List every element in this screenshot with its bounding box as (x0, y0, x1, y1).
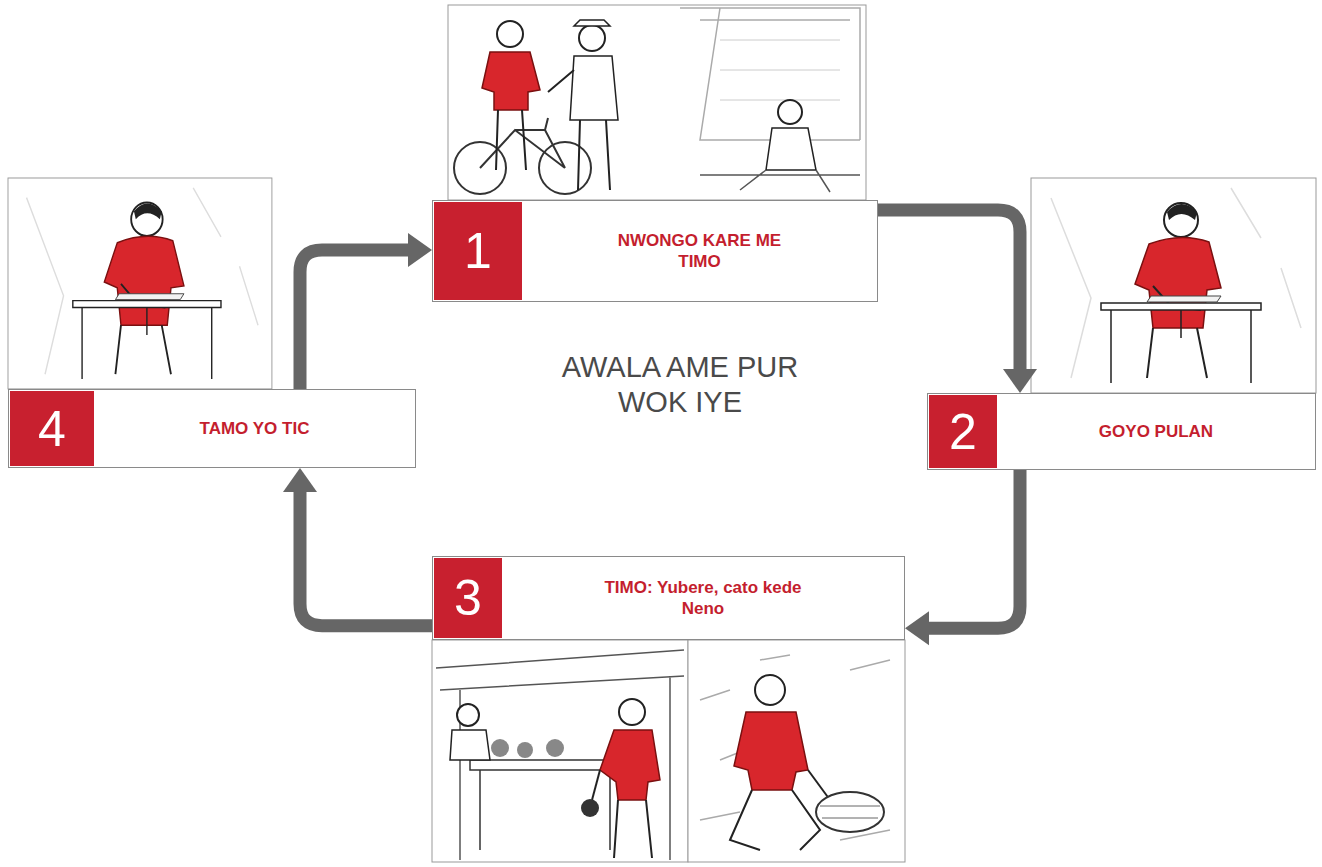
arrow-head (283, 468, 317, 492)
man-body (570, 56, 618, 120)
picture-frame (432, 640, 688, 862)
step-label: GOYO PULAN (1099, 421, 1213, 442)
arrow-head (905, 611, 929, 645)
arrow-head (1003, 369, 1037, 393)
man-head (619, 699, 645, 725)
step-number: 1 (464, 226, 492, 276)
produce (546, 739, 564, 757)
arrow-shaft (300, 488, 432, 626)
basket (816, 792, 884, 832)
seller-head (457, 704, 479, 726)
step-box: 1 NWONGO KARE ME TIMO (432, 200, 878, 302)
picture-frame (688, 640, 905, 862)
ground-marks (700, 655, 890, 840)
arrow-shaft (925, 470, 1020, 628)
man-head (497, 21, 523, 47)
cycle-arrow (878, 210, 1037, 393)
kneeling-legs (730, 790, 820, 850)
arrow-shaft (300, 250, 412, 389)
planning-illustration (1031, 178, 1316, 393)
bench (700, 170, 860, 192)
hut-sketch (680, 8, 860, 140)
produce (517, 742, 533, 758)
arrow-shaft (878, 210, 1020, 373)
red-shirt (482, 52, 540, 110)
red-shirt (600, 730, 660, 800)
man-arm (808, 770, 830, 800)
cycle-arrow (300, 233, 432, 389)
desk-figure (1031, 178, 1316, 393)
center-title: AWALA AME PUR WOK IYE (530, 350, 830, 420)
desk-figure (8, 178, 272, 389)
red-shirt (734, 712, 808, 790)
stall-roof (436, 650, 684, 860)
step-label: TIMO: Yubere, cato kede Neno (586, 577, 821, 620)
step-number: 2 (949, 407, 977, 457)
label-area: NWONGO KARE ME TIMO (522, 201, 877, 301)
man-arm (592, 770, 600, 800)
seller-body (450, 730, 490, 760)
man-head (579, 25, 605, 51)
step-box: 2 GOYO PULAN (927, 393, 1316, 470)
label-area: TAMO YO TIC (94, 390, 415, 467)
picture-frame (448, 5, 866, 200)
produce (491, 739, 509, 757)
step-box: 3 TIMO: Yubere, cato kede Neno (432, 556, 905, 640)
number-badge: 1 (434, 202, 522, 300)
step-number: 3 (454, 573, 482, 623)
label-area: TIMO: Yubere, cato kede Neno (502, 557, 904, 639)
cycle-arrow (283, 468, 432, 626)
man-limbs (548, 70, 610, 190)
recording-illustration (8, 178, 272, 389)
number-badge: 3 (434, 558, 502, 638)
man-head (755, 675, 785, 705)
label-area: GOYO PULAN (997, 394, 1315, 469)
step-box: 4 TAMO YO TIC (8, 389, 416, 468)
table-legs (480, 770, 610, 850)
man-legs (614, 800, 652, 858)
stall-table (470, 760, 620, 770)
step-number: 4 (38, 404, 66, 454)
arrow-head (408, 233, 432, 267)
step-label: TAMO YO TIC (200, 418, 310, 439)
field-illustration (688, 640, 905, 862)
bag (581, 799, 599, 817)
woman-body (766, 128, 816, 170)
market-illustration (432, 640, 688, 862)
meeting-illustration (448, 5, 866, 200)
step-label: NWONGO KARE ME TIMO (605, 230, 795, 273)
hat (574, 20, 610, 26)
man-legs (496, 110, 526, 170)
number-badge: 2 (929, 395, 997, 468)
woman-head (778, 100, 802, 124)
basket-weave (820, 806, 880, 818)
hut-lines (720, 40, 840, 100)
number-badge: 4 (10, 391, 94, 466)
cycle-arrow (905, 470, 1020, 645)
